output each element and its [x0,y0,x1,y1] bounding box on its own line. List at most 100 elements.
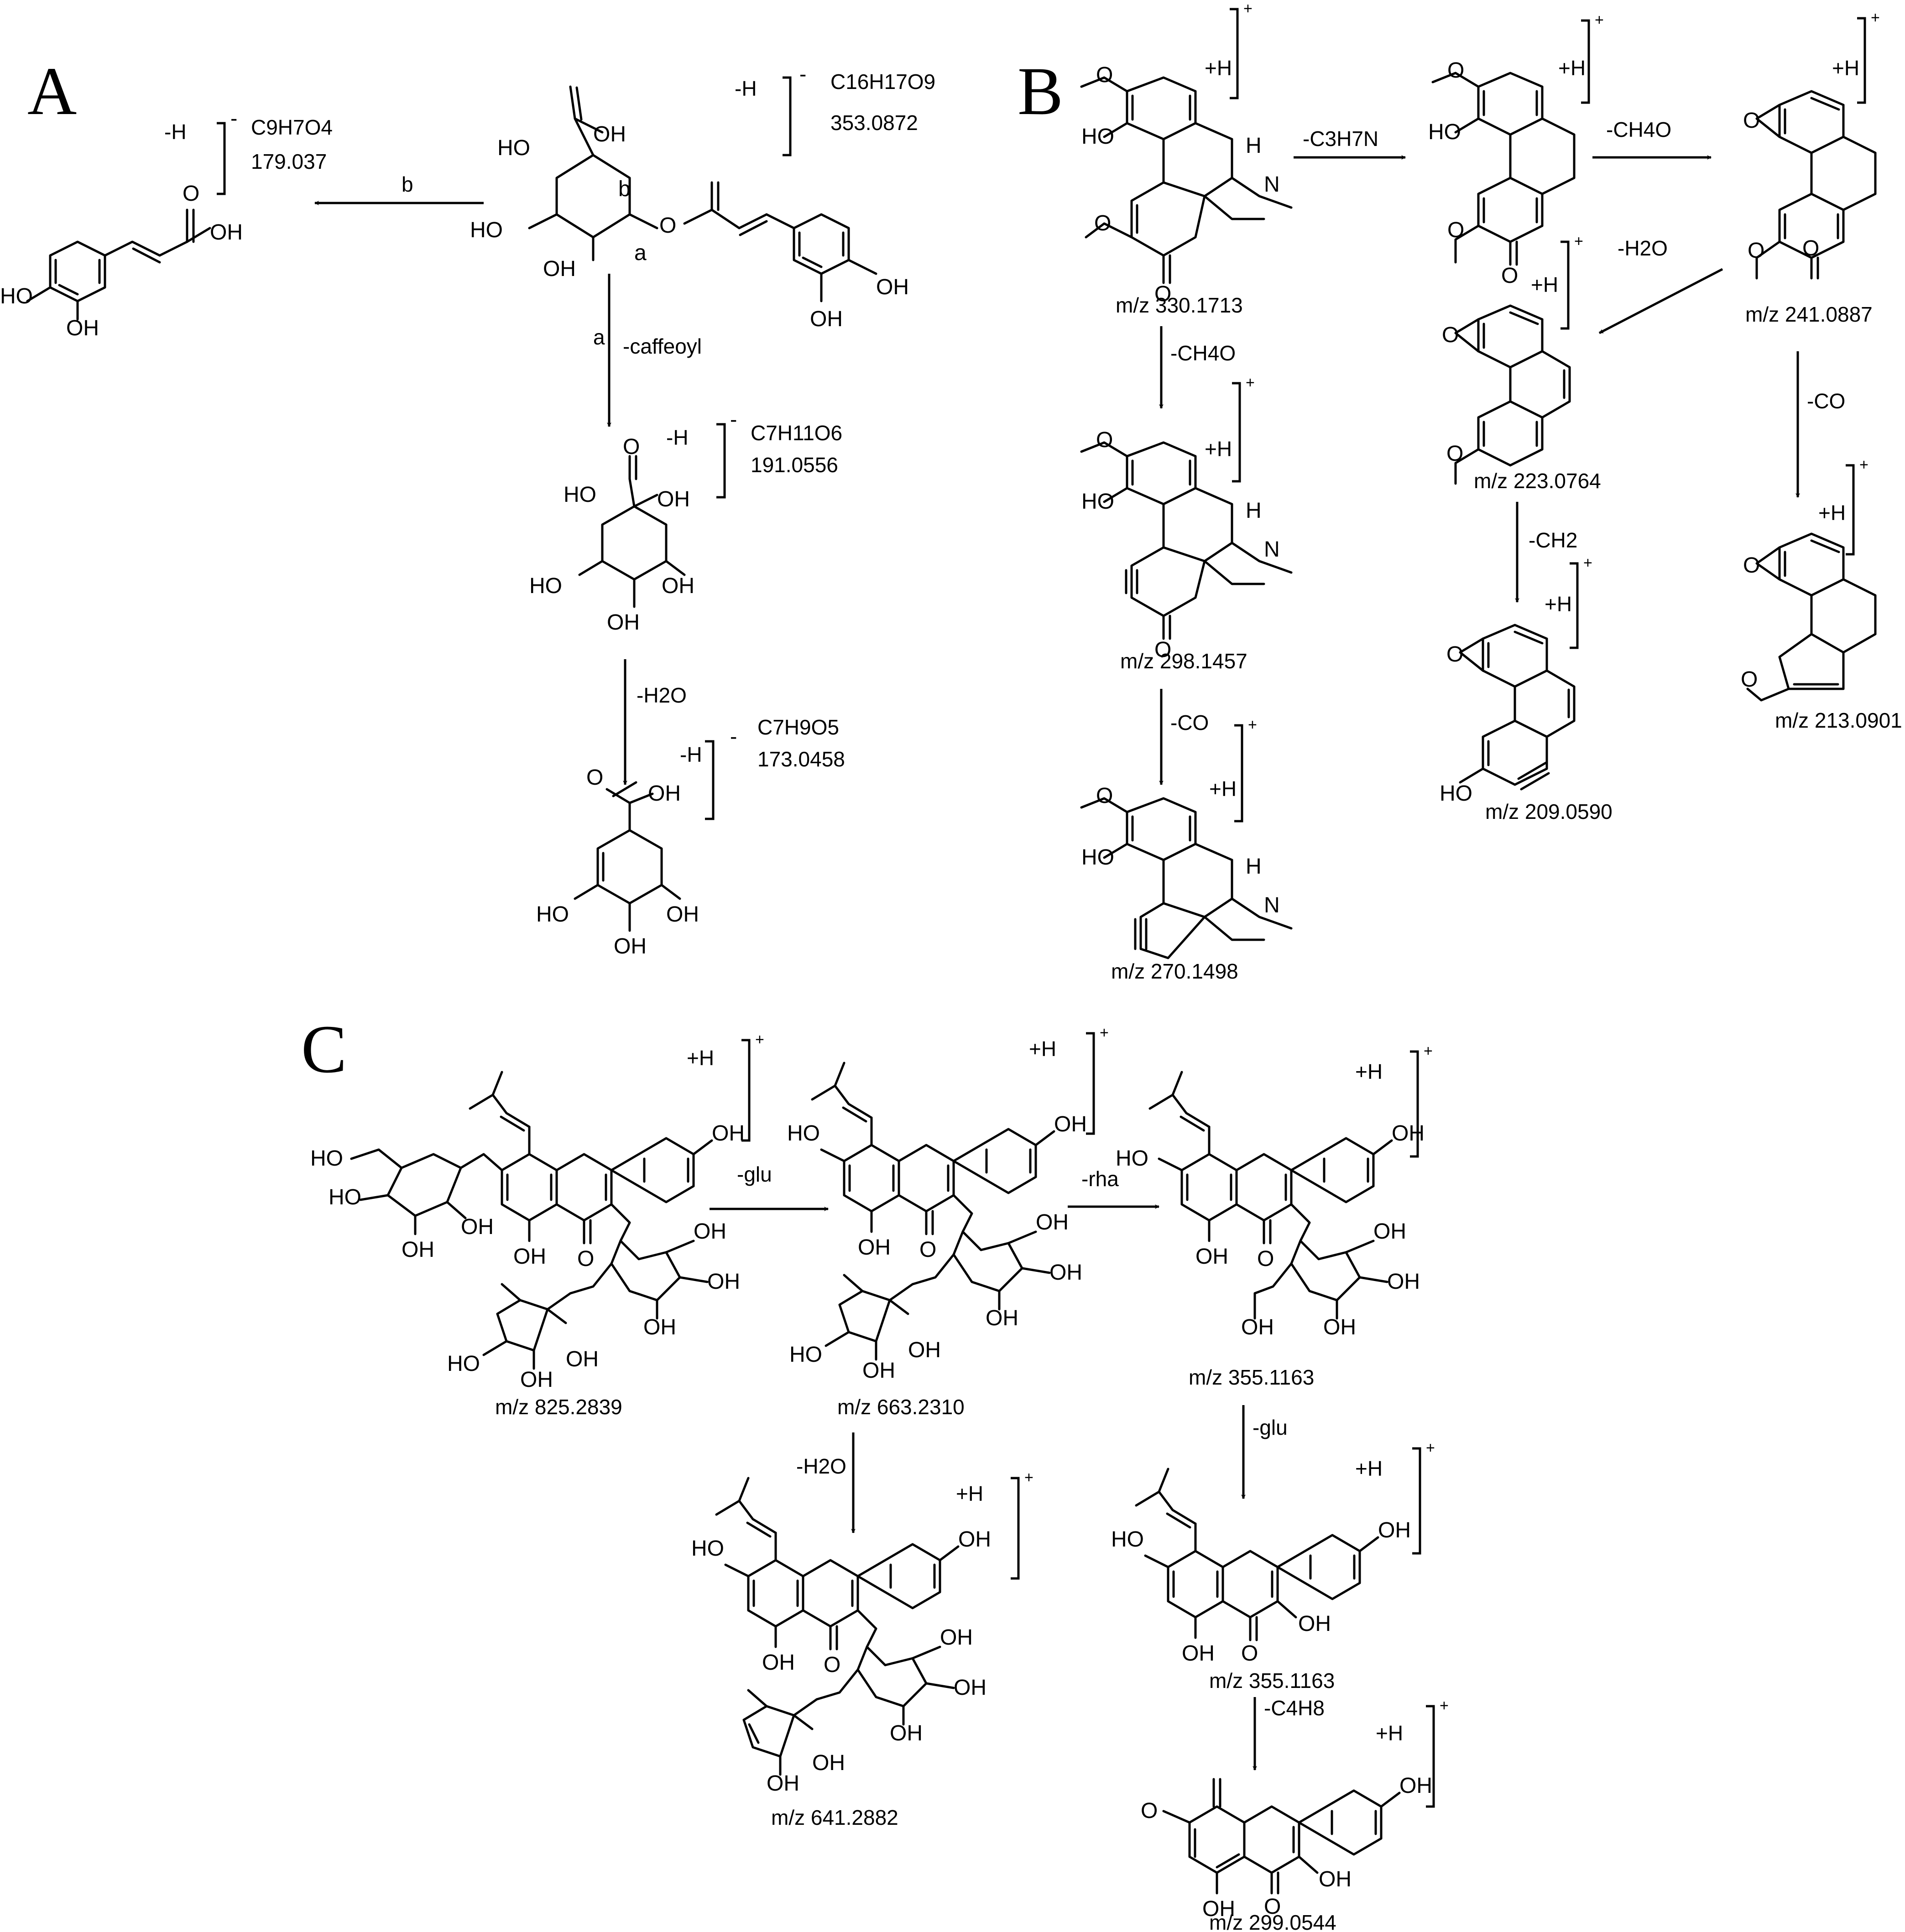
loss-h2o-b: -H2O [1618,236,1668,260]
mz209-charge: + [1583,554,1592,572]
atom-oh: OH [712,1121,745,1146]
atom-oh: OH [1049,1260,1082,1285]
atom-ho: HO [691,1536,724,1561]
structure-phenanthrenone [1431,72,1576,266]
atom-ho: HO [1116,1146,1148,1171]
structure-mz270 [1080,797,1293,959]
atom-oh: OH [862,1359,895,1383]
structure-mz355a [1148,1071,1393,1320]
atom-o: O [1264,1895,1281,1919]
mz330-adduct: +H [1205,56,1232,80]
atom-oh: OH [876,275,909,299]
atom-oh: OH [890,1721,923,1745]
loss-glu-1: -glu [737,1162,772,1186]
quinic-bracket [716,423,726,499]
mz213-adduct: +H [1818,501,1846,525]
caffeic-bracket [217,122,226,195]
atom-o: O [1748,239,1764,263]
mz355b-label: m/z 355.1163 [1209,1669,1335,1692]
precursor-adduct: -H [735,77,757,100]
mz298-adduct: +H [1205,437,1232,461]
loss-rha: -rha [1081,1167,1119,1191]
atom-o: O [586,766,603,790]
mz213-charge: + [1859,456,1868,474]
atom-o: O [577,1247,594,1271]
mz241-charge: + [1871,9,1880,26]
atom-oh: OH [858,1235,891,1260]
atom-oh: OH [1378,1518,1411,1542]
mz270-label: m/z 270.1498 [1111,959,1238,983]
atom-oh: OH [461,1215,494,1239]
dehydro-mz: 173.0458 [757,747,845,771]
atom-oh: OH [1387,1270,1420,1294]
atom-oh: OH [520,1368,553,1392]
atom-o: O [824,1653,840,1677]
mz355a-label: m/z 355.1163 [1189,1365,1314,1389]
mz241-bracket [1857,17,1866,104]
mz641-bracket [1011,1477,1020,1580]
mz663-label: m/z 663.2310 [837,1395,965,1419]
panel-label-a: A [27,53,77,129]
atom-h: H [1246,854,1262,879]
panel-label-c: C [301,1011,347,1087]
mz213-bracket [1846,464,1855,556]
loss-ch4o-left: -CH4O [1170,341,1236,365]
mz209-adduct: +H [1545,592,1572,616]
atom-o: O [1741,667,1758,692]
mz663-adduct: +H [1029,1037,1056,1061]
atom-ho: HO [564,483,596,507]
atom-ho: HO [1440,781,1472,806]
mz213-label: m/z 213.0901 [1775,708,1902,732]
dehydro-charge: - [730,724,737,748]
atom-n: N [1264,172,1280,197]
mz355a-charge: + [1424,1042,1433,1060]
mz298-charge: + [1246,374,1255,391]
loss-co-left: -CO [1170,711,1209,734]
atom-oh: OH [662,574,694,598]
arrow-label-h2o-a: -H2O [637,683,687,707]
atom-oh: OH [1036,1210,1069,1234]
atom-oh: OH [1054,1112,1087,1136]
precursor-bracket [783,76,792,156]
atom-o: O [1743,553,1760,578]
structure-mz241 [1755,90,1877,280]
mz355a-adduct: +H [1355,1060,1383,1083]
atom-oh: OH [694,1219,726,1244]
quinic-mz: 191.0556 [751,453,838,477]
atom-oh: OH [543,257,576,281]
atom-o: O [1446,442,1463,466]
atom-oh: OH [614,934,647,958]
loss-ch2: -CH2 [1529,528,1577,552]
mz355a-bracket [1410,1050,1419,1158]
mz355b-adduct: +H [1355,1457,1383,1480]
structure-quinic-acid [578,455,686,608]
mz641-label: m/z 641.2882 [771,1806,898,1829]
atom-oh: OH [66,316,99,340]
atom-oh: OH [1202,1897,1235,1921]
atom-ho: HO [310,1146,343,1171]
atom-oh: OH [1392,1121,1425,1146]
atom-o: O [659,214,676,238]
atom-oh: OH [1298,1612,1331,1636]
atom-ho: HO [1111,1527,1144,1552]
atom-oh: OH [954,1676,986,1700]
atom-o: O [623,435,640,459]
mz825-bracket [741,1039,751,1142]
mz241-label: m/z 241.0887 [1745,302,1873,326]
atom-ho: HO [447,1352,480,1376]
mz663-bracket [1086,1032,1095,1135]
precursor-mz: 353.0872 [830,111,918,135]
mz223-charge: + [1574,233,1583,250]
atom-oh: OH [1319,1867,1352,1891]
phen-bracket [1581,19,1590,104]
atom-o: O [1154,282,1171,306]
atom-oh: OH [1241,1315,1274,1339]
loss-glu-2: -glu [1253,1416,1288,1439]
mz241-adduct: +H [1832,56,1859,80]
mz270-charge: + [1248,716,1257,734]
precursor-formula: C16H17O9 [830,70,935,94]
atom-ho: HO [536,902,569,927]
caffeic-adduct: -H [164,120,187,144]
atom-o: O [1096,784,1113,808]
